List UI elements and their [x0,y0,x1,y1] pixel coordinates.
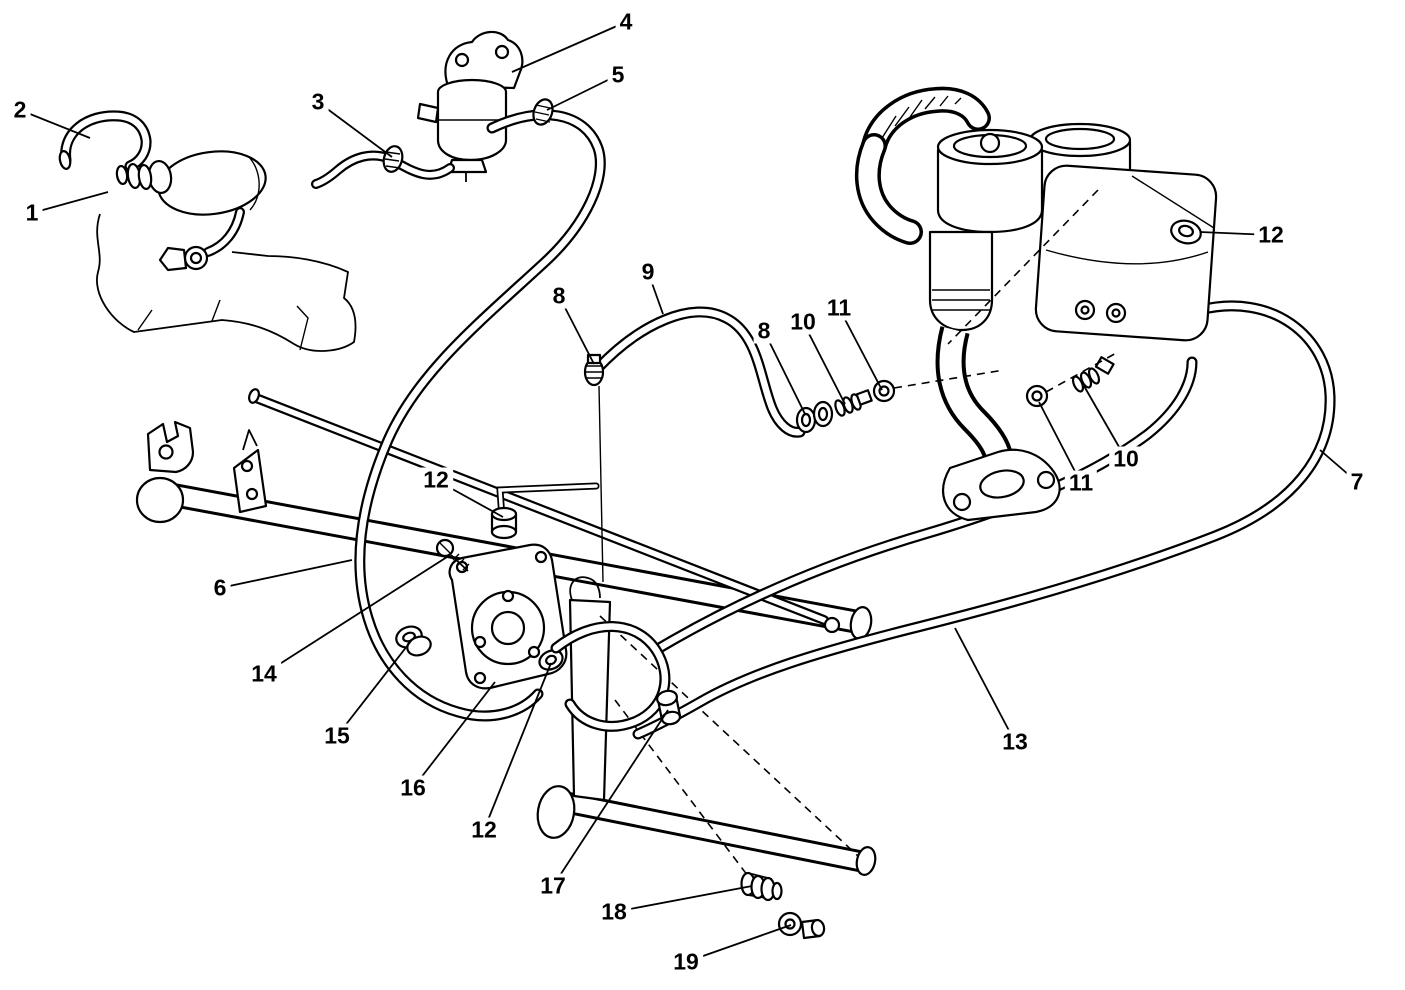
leader-line-14-18 [263,556,448,675]
leader-line-18-22 [613,885,753,913]
thin-tube-end [823,616,841,634]
leader-line-11-13 [1038,401,1082,484]
hose-clamp-8-left [583,353,605,387]
callout-2-1: 2 [9,97,31,123]
vent-hose-9 [583,312,1005,434]
bushing-18 [740,871,783,902]
callout-19-23: 19 [669,949,703,975]
callout-5-4: 5 [607,62,629,88]
lower-tube-open-end [855,846,877,876]
float-bowl [928,230,994,332]
leader-line-17-21 [552,709,669,887]
leader-line-2-1 [19,109,91,139]
leader-line-8-8 [763,330,806,415]
callout-1-0: 1 [21,200,43,226]
fuel-tank-outline [96,213,357,352]
callout-11-12: 11 [822,295,856,321]
leader-line-19-23 [685,924,792,963]
frame [135,385,877,885]
intake-boot-hose [868,96,978,232]
engine-carburetor-assembly [868,96,1218,522]
callout-4-3: 4 [615,9,637,35]
leader-line-11-12 [838,307,883,391]
callout-11-13: 11 [1064,470,1098,496]
engine-block [1034,164,1218,342]
callout-9-9: 9 [637,259,659,285]
outlet-fitting-12 [538,649,564,671]
fuel-pump-assembly [395,506,568,690]
callout-12-14: 12 [1254,222,1288,248]
callout-16-20: 16 [396,775,430,801]
callout-12-16: 12 [467,817,501,843]
leader-line-16-20 [412,681,496,789]
callout-18-22: 18 [597,899,631,925]
pump-hanger-rod [598,385,604,583]
main-fuel-hose-loop [360,98,600,716]
spring-fitting-10 [834,389,873,417]
lower-tube-end-cap [536,785,576,839]
callout-14-18: 14 [247,661,281,687]
callout-13-17: 13 [998,729,1032,755]
fitting-12-engine [1170,219,1202,245]
vertical-strut [568,598,612,802]
leader-line-4-3 [511,21,627,73]
callout-12-15: 12 [419,467,453,493]
leader-line-5-4 [546,74,619,111]
callout-10-10: 10 [786,309,820,335]
hose-clamp-1 [115,162,153,191]
callout-8-7: 8 [548,283,570,309]
callout-17-21: 17 [536,873,570,899]
sealing-ring-11-left [872,379,896,403]
callout-3-2: 3 [307,89,329,115]
callout-7-6: 7 [1346,469,1368,495]
leader-line-1-0 [31,191,109,214]
hose-clamp-5 [532,98,554,126]
washer-bolt-19 [777,911,826,940]
callout-15-19: 15 [320,723,354,749]
exhaust-downpipe [943,330,1061,522]
callout-8-8: 8 [753,318,775,344]
frame-plate-bracket [232,448,268,514]
fuel-inlet-hose [58,116,146,170]
fuel-filter [115,150,267,272]
leader-line-15-19 [336,640,412,737]
frame-tube-end-cap [135,476,185,524]
callout-6-5: 6 [209,575,231,601]
grommet-15 [395,625,432,657]
tap-lever [416,102,440,124]
leader-line-6-5 [219,559,353,589]
hose-clamp-3 [382,145,404,173]
screw-14 [435,538,470,572]
carburetor-left [936,128,1044,234]
leader-line-12-16 [483,662,552,831]
hose-tap-to-filter [316,145,450,184]
spacer-12-top [490,506,518,540]
callout-10-11: 10 [1109,446,1143,472]
fuel-hose-13 [656,362,1192,650]
leader-line-13-17 [954,627,1016,743]
grommet-8-right [795,400,834,434]
bolt-17 [656,689,682,726]
leader-line-3-2 [317,101,393,158]
banjo-fitting [158,245,209,272]
leader-line-10-10 [802,321,846,405]
sealing-ring-11-right [1025,384,1049,408]
fuel-tap-assembly [416,30,524,182]
